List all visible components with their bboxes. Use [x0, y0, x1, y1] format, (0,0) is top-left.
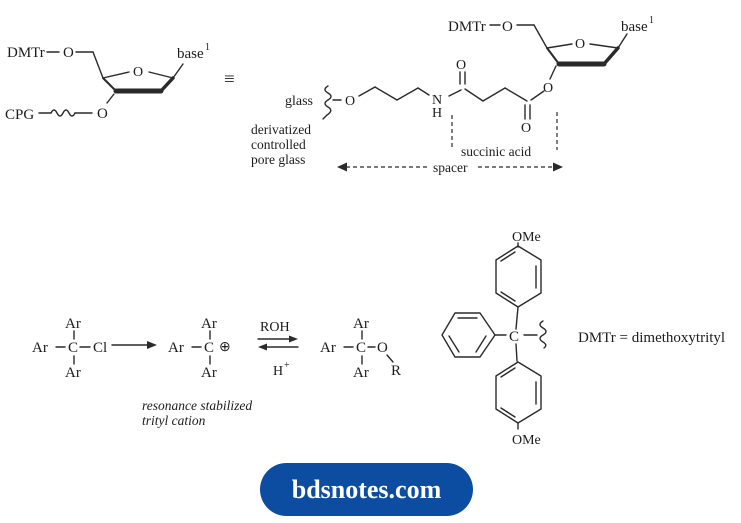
- squiggle-glass: [322, 85, 332, 120]
- hplus-superscript: +: [284, 360, 290, 371]
- dmtr-label: DMTr: [448, 19, 486, 35]
- glass-label: glass: [285, 94, 313, 109]
- ar-left: Ar: [32, 340, 48, 356]
- caption-controlled: controlled: [251, 137, 306, 152]
- trityl-chloride: Ar Ar C Cl Ar: [32, 316, 107, 381]
- phenyl-ring: [441, 312, 496, 358]
- bonds: [322, 24, 628, 120]
- central-carbon: C: [509, 329, 519, 345]
- ar-left: Ar: [168, 340, 184, 356]
- watermark-button[interactable]: bdsnotes.com: [260, 463, 473, 516]
- oxygen-5prime: O: [502, 19, 513, 35]
- ring-oxygen: O: [575, 37, 585, 52]
- amide-nitrogen: N: [432, 93, 442, 108]
- caption-spacer: spacer: [433, 160, 468, 175]
- ester-oxygen: O: [543, 81, 553, 96]
- cpg-nucleoside-structure: DMTr O O base 1 CPG O: [5, 42, 210, 123]
- caption-derivatized: derivatized: [251, 122, 311, 137]
- ar-bottom: Ar: [353, 365, 369, 381]
- arrowhead-right: [289, 335, 298, 343]
- ar-top: Ar: [353, 316, 369, 332]
- annotation-lines: [337, 112, 563, 172]
- reaction-arrow: [111, 341, 157, 349]
- caption-resonance: resonance stabilized: [142, 398, 252, 413]
- hplus-label: H: [273, 364, 283, 379]
- trityl-reaction: Ar Ar C Cl Ar Ar Ar C ⊕ Ar resonance sta…: [32, 316, 401, 428]
- base-superscript: 1: [649, 15, 654, 26]
- oxygen-5prime: O: [63, 45, 74, 61]
- anisyl-ring-top: [495, 245, 542, 308]
- ar-left: Ar: [320, 340, 336, 356]
- expanded-structure: DMTr O O base 1 O O O N H O glass deriva…: [251, 15, 654, 175]
- chlorine: Cl: [93, 340, 107, 356]
- ring-oxygen: O: [133, 65, 143, 80]
- equivalence-symbol: ≡: [224, 69, 235, 90]
- base-label: base: [621, 19, 648, 35]
- trityl-ether: Ar Ar C O R Ar: [320, 316, 401, 381]
- ar-top: Ar: [65, 316, 81, 332]
- spacer-arrowhead-left: [337, 162, 347, 172]
- dmtr-definition: DMTr = dimethoxytrityl: [578, 330, 725, 346]
- roh-label: ROH: [260, 320, 290, 335]
- r-group: R: [391, 363, 401, 379]
- anisyl-ring-bottom: [495, 361, 542, 424]
- squiggle-linker: [50, 109, 76, 117]
- plus-charge-icon: ⊕: [219, 340, 231, 355]
- ether-oxygen: O: [377, 340, 388, 356]
- caption-trityl-cation: trityl cation: [142, 413, 206, 428]
- ar-bottom: Ar: [65, 365, 81, 381]
- spacer-arrowhead-right: [553, 162, 563, 172]
- ar-bottom: Ar: [201, 365, 217, 381]
- amide-carbonyl-oxygen: O: [456, 58, 466, 73]
- trityl-cation: Ar Ar C ⊕ Ar: [168, 316, 231, 381]
- equilibrium-arrows: ROH H +: [257, 320, 299, 379]
- dmtr-structure: OMe C OMe DMTr = dimethoxytrityl: [441, 230, 725, 448]
- ome-top: OMe: [512, 230, 541, 245]
- ar-top: Ar: [201, 316, 217, 332]
- caption-succinic-acid: succinic acid: [461, 144, 531, 159]
- central-carbon: C: [356, 340, 366, 356]
- dmtr-label: DMTr: [7, 45, 45, 61]
- oxygen-3prime: O: [97, 106, 108, 122]
- ome-bottom: OMe: [512, 433, 541, 448]
- base-superscript: 1: [205, 42, 210, 53]
- ester-carbonyl-oxygen: O: [521, 121, 531, 136]
- base-label: base: [177, 46, 204, 62]
- arrowhead-left: [258, 343, 267, 351]
- caption-pore-glass: pore glass: [251, 152, 305, 167]
- bonds: [38, 51, 184, 117]
- glass-oxygen: O: [345, 94, 355, 109]
- cpg-label: CPG: [5, 107, 34, 123]
- watermark-label: bdsnotes.com: [291, 474, 442, 504]
- amide-hydrogen: H: [432, 106, 442, 121]
- arrowhead: [147, 341, 157, 349]
- bonds: [441, 242, 547, 430]
- central-carbon: C: [204, 340, 214, 356]
- central-carbon: C: [68, 340, 78, 356]
- squiggle-attachment: [539, 320, 547, 349]
